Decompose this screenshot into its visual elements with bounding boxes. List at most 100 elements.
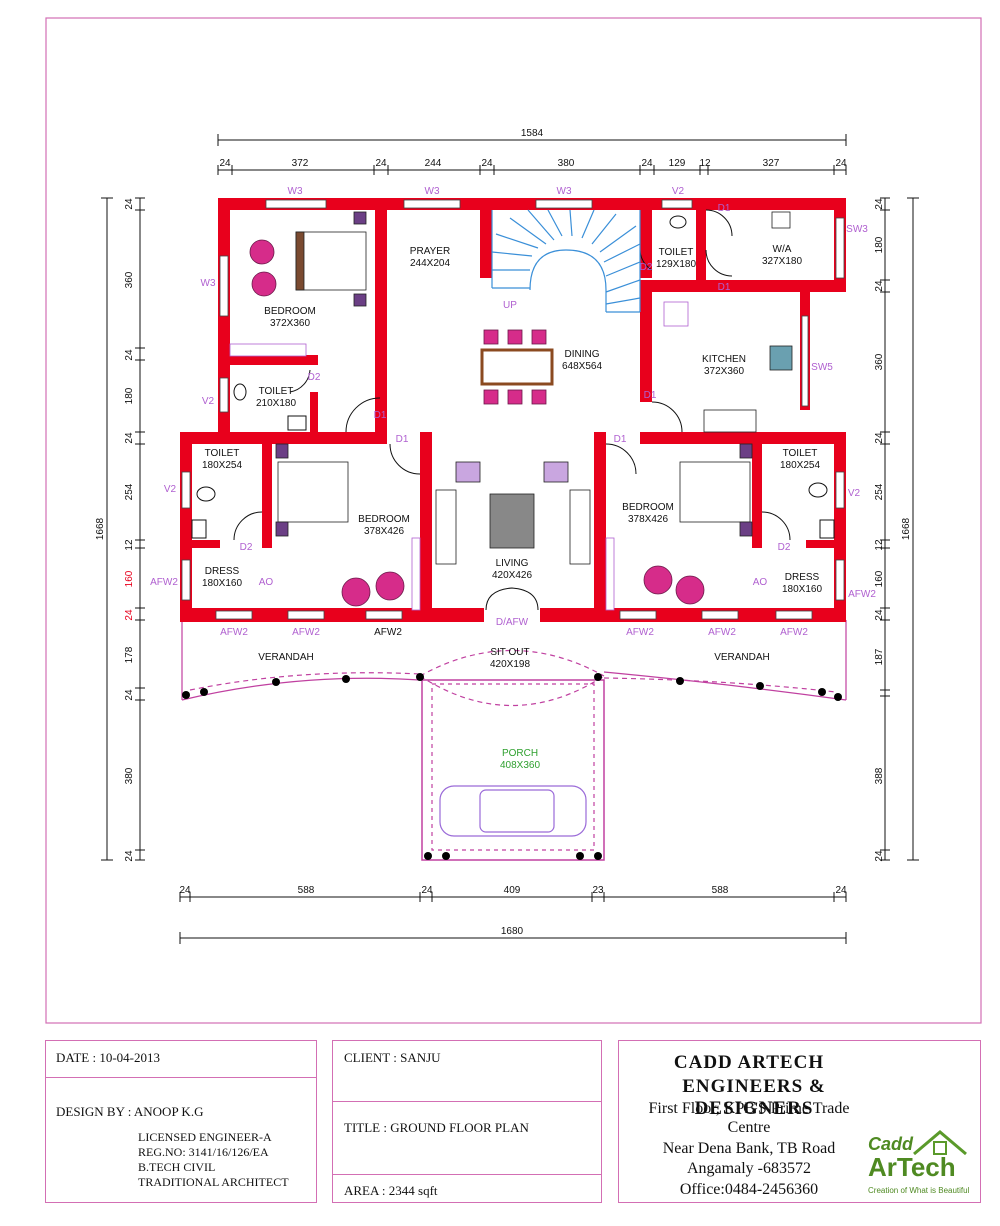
room-size: 210X180 <box>256 398 296 409</box>
opening-tag: D1 <box>396 434 409 445</box>
room-name: TOILET <box>259 386 294 397</box>
opening-tag: D2 <box>640 262 653 273</box>
furniture <box>229 211 793 611</box>
opening-tag: AFW2 <box>848 589 876 600</box>
dim-top: 129 <box>669 158 686 169</box>
opening-tag: AFW2 <box>292 627 320 638</box>
room-size: 372X360 <box>270 318 310 329</box>
opening-tag: AFW2 <box>780 627 808 638</box>
firm-subtitle: ENGINEERS & DESIGNERS <box>682 1076 826 1119</box>
room-name: DINING <box>565 349 600 360</box>
opening-tag: W3 <box>557 186 572 197</box>
dim-bottom: 24 <box>835 885 847 896</box>
logo-text-top: Cadd <box>868 1134 913 1154</box>
dim-left: 180 <box>124 387 135 404</box>
dim-left: 360 <box>124 271 135 288</box>
dim-bottom: 23 <box>592 885 604 896</box>
opening-tag: AFW2 <box>374 627 402 638</box>
drawing-title-text: TITLE : GROUND FLOOR PLAN <box>344 1120 529 1135</box>
opening-tag: AFW2 <box>708 627 736 638</box>
address-line: Near Dena Bank, TB Road <box>662 1140 836 1157</box>
room-name: DRESS <box>785 572 820 583</box>
dim-right: 24 <box>874 609 885 621</box>
room-name: KITCHEN <box>702 354 746 365</box>
dim-right: 24 <box>874 432 885 444</box>
dim-right: 12 <box>874 539 885 551</box>
car-outline <box>439 785 587 837</box>
credential-line: LICENSED ENGINEER-A <box>138 1130 272 1144</box>
room-size: 408X360 <box>500 760 540 771</box>
opening-tag: AFW2 <box>220 627 248 638</box>
dim-right: 24 <box>874 280 885 292</box>
credential-line: B.TECH CIVIL <box>138 1160 216 1174</box>
dim-right: 180 <box>874 236 885 253</box>
room-size: 129X180 <box>656 259 696 270</box>
firm-name: CADD ARTECH <box>673 1052 825 1073</box>
opening-tag: W3 <box>288 186 303 197</box>
opening-tag: D/AFW <box>496 617 529 628</box>
firm-logo: Cadd ArTech Creation of What is Beautifu… <box>866 1128 976 1200</box>
credential-line: TRADITIONAL ARCHITECT <box>138 1175 289 1189</box>
dim-top: 24 <box>481 158 493 169</box>
dim-top: 12 <box>699 158 711 169</box>
dim-right: 360 <box>874 353 885 370</box>
dim-top: 380 <box>558 158 575 169</box>
dim-bottom: 24 <box>421 885 433 896</box>
designer-text: DESIGN BY : ANOOP K.G <box>56 1104 204 1119</box>
opening-tag: AO <box>753 577 768 588</box>
opening-tag: AO <box>259 577 274 588</box>
sheet-frame <box>45 17 982 1024</box>
room-name: BEDROOM <box>622 502 674 513</box>
opening-tag: AFW2 <box>626 627 654 638</box>
opening-tag: V2 <box>202 396 215 407</box>
opening-tag: D2 <box>778 542 791 553</box>
opening-tag: V2 <box>848 488 861 499</box>
titleblock-middle-divider <box>332 1101 602 1175</box>
opening-tag: D2 <box>240 542 253 553</box>
opening-tag: D1 <box>614 434 627 445</box>
dim-right: 254 <box>874 483 885 500</box>
dim-left: 24 <box>124 689 135 701</box>
dim-left: 24 <box>124 850 135 862</box>
verandah-outline <box>181 620 847 861</box>
dim-right: 24 <box>874 850 885 862</box>
dim-right: 388 <box>874 767 885 784</box>
dim-top-total: 1584 <box>521 128 544 139</box>
house-logo-icon <box>913 1130 967 1156</box>
dim-top: 24 <box>641 158 653 169</box>
room-name: DRESS <box>205 566 240 577</box>
room-name: W/A <box>773 244 792 255</box>
titleblock-right <box>618 1040 981 1203</box>
room-name: TOILET <box>659 247 694 258</box>
room-labels: BEDROOM 372X360 PRAYER 244X204 DINING 64… <box>202 244 822 771</box>
verandah-label: VERANDAH <box>714 652 770 663</box>
room-name: TOILET <box>783 448 818 459</box>
dim-top: 24 <box>219 158 231 169</box>
dim-bottom: 409 <box>504 885 521 896</box>
phone-line: Office:0484-2456360 <box>679 1181 819 1198</box>
chairs <box>249 239 705 607</box>
dim-left: 380 <box>124 767 135 784</box>
room-name: PORCH <box>502 748 538 759</box>
room-name: TOILET <box>205 448 240 459</box>
dimension-lines <box>101 134 919 944</box>
dim-right: 160 <box>874 570 885 587</box>
opening-tag: D1 <box>718 282 731 293</box>
dim-bottom: 588 <box>712 885 729 896</box>
toilets <box>191 215 835 539</box>
opening-tag: V2 <box>164 484 177 495</box>
opening-tag: W3 <box>425 186 440 197</box>
address-line: First Floor, KPB'S Prime Trade <box>648 1100 850 1117</box>
room-size: 372X360 <box>704 366 744 377</box>
opening-tag: W3 <box>201 278 216 289</box>
client-text: CLIENT : SANJU <box>344 1050 441 1065</box>
room-name: BEDROOM <box>358 514 410 525</box>
logo-tagline: Creation of What is Beautiful <box>868 1186 970 1195</box>
area-text: AREA : 2344 sqft <box>344 1183 438 1198</box>
dim-top: 372 <box>292 158 309 169</box>
dim-left: 12 <box>124 539 135 551</box>
room-size: 648X564 <box>562 361 602 372</box>
dim-top: 244 <box>425 158 442 169</box>
dim-right: 24 <box>874 198 885 210</box>
